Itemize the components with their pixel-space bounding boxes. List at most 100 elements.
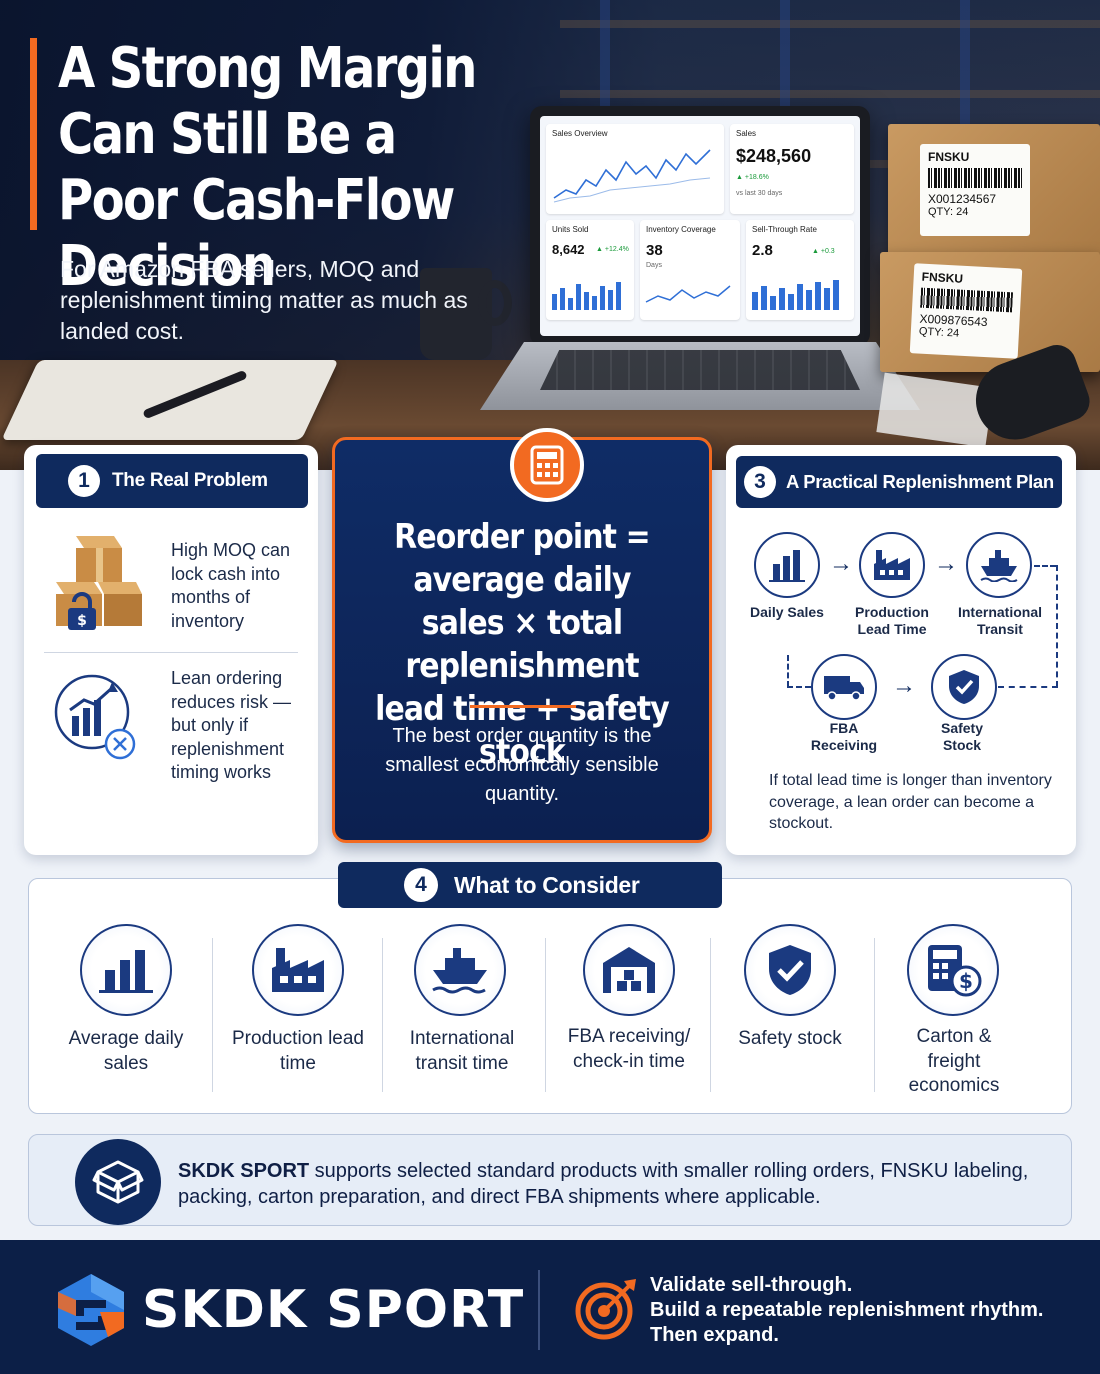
open-box-icon <box>92 1160 144 1204</box>
production-lead-time-icon <box>252 924 344 1016</box>
step-label-fba-receiving: FBA Receiving <box>810 720 878 753</box>
consider-separator <box>212 938 213 1092</box>
safety-stock-icon <box>744 924 836 1016</box>
safety-stock-step-icon <box>931 654 997 720</box>
barcode-icon <box>928 168 1022 188</box>
sellthrough-delta: ▲ +0.3 <box>812 248 835 255</box>
fba-receiving-icon <box>583 924 675 1016</box>
reorder-formula: Reorder point = average daily sales × to… <box>375 517 670 772</box>
fba-receiving-step-icon <box>811 654 877 720</box>
carton-freight-icon: $ <box>907 924 999 1016</box>
consider-item-fba-receiving: FBA receiving/ check-in time <box>567 1026 691 1072</box>
sales-value: $248,560 <box>736 146 812 166</box>
title-accent-bar <box>30 38 37 230</box>
sales-overview-label: Sales Overview <box>552 129 608 138</box>
calculator-badge <box>510 428 584 502</box>
units-delta: ▲ +12.4% <box>596 246 629 253</box>
consider-item-production: Production lead time <box>231 1028 365 1074</box>
consider-item-transit: International transit time <box>409 1028 515 1074</box>
daily-sales-step-icon <box>754 532 820 598</box>
consider-separator <box>874 938 875 1092</box>
units-bar-chart <box>552 282 621 310</box>
footer-line-3: Then expand. <box>650 1324 779 1346</box>
sales-delta: ▲ +18.6% <box>736 174 769 181</box>
target-icon <box>575 1279 636 1340</box>
sales-card: Sales $248,560 ▲ +18.6% vs last 30 days <box>730 124 854 214</box>
formula-divider <box>470 705 576 708</box>
replenishment-plan-header: 3 A Practical Replenishment Plan <box>736 456 1062 508</box>
real-problem-card <box>24 445 318 855</box>
laptop-keyboard <box>540 350 860 390</box>
shipping-box-top: FNSKU X001234567 QTY: 24 <box>888 124 1100 256</box>
skdk-logo-icon <box>58 1274 124 1346</box>
footer-divider <box>538 1270 540 1350</box>
ship-icon <box>980 550 1018 582</box>
svg-text:$: $ <box>77 613 87 629</box>
problem-divider <box>44 652 298 653</box>
shield-check-icon <box>949 670 979 704</box>
svg-text:$: $ <box>959 969 973 993</box>
flow-connector <box>1056 565 1058 687</box>
boxes-lock-icon: $ <box>56 536 142 630</box>
fnsku-label-1-code: X001234567 <box>928 192 997 206</box>
units-sold-card: Units Sold 8,642 ▲ +12.4% <box>546 220 634 320</box>
inventory-coverage-card: Inventory Coverage 38 Days <box>640 220 740 320</box>
problem-point-2: Lean ordering reduces risk — but only if… <box>171 668 292 782</box>
chart-growth-icon <box>54 674 136 760</box>
footer-tagline: Validate sell-through. Build a repeatabl… <box>650 1273 1070 1348</box>
replenishment-plan-card <box>726 445 1076 855</box>
footer-line-2: Build a repeatable replenishment rhythm. <box>650 1299 1044 1321</box>
footer-brand-name: SKDK SPORT <box>142 1280 525 1340</box>
coverage-unit: Days <box>646 262 662 269</box>
bar-chart-icon <box>769 550 805 582</box>
banner-text: SKDK SPORT supports selected standard pr… <box>178 1158 1058 1210</box>
barcode-icon <box>920 287 1014 313</box>
fnsku-label-1-qty: QTY: 24 <box>928 206 969 218</box>
transit-step-icon <box>966 532 1032 598</box>
consider-item-safety-stock: Safety stock <box>738 1028 842 1049</box>
sellthrough-bar-chart <box>752 280 839 310</box>
step-label-production: Production Lead Time <box>855 604 929 637</box>
banner-brand: SKDK SPORT <box>178 1160 310 1182</box>
sales-label: Sales <box>736 129 757 138</box>
replenishment-plan-title: A Practical Replenishment Plan <box>786 471 1054 492</box>
step-label-daily-sales: Daily Sales <box>750 604 824 620</box>
footer <box>0 1240 1100 1374</box>
consider-header: 4 What to Consider <box>338 862 722 908</box>
units-label: Units Sold <box>552 225 589 234</box>
sellthrough-label: Sell-Through Rate <box>752 225 817 234</box>
shield-check-icon <box>769 945 811 995</box>
fnsku-label-1: FNSKU X001234567 QTY: 24 <box>920 144 1030 236</box>
page-subtitle: For Amazon FBA sellers, MOQ and replenis… <box>60 256 468 344</box>
bar-chart-icon <box>99 950 153 993</box>
step-label-safety-stock: Safety Stock <box>940 720 984 753</box>
real-problem-title: The Real Problem <box>112 470 268 491</box>
sales-overview-card: Sales Overview <box>546 124 724 214</box>
transit-time-icon <box>414 924 506 1016</box>
truck-icon <box>824 676 864 701</box>
consider-separator <box>710 938 711 1092</box>
production-step-icon <box>859 532 925 598</box>
units-value: 8,642 <box>552 242 585 257</box>
consider-item-carton-freight: Carton & freight economics <box>908 1026 1000 1096</box>
problem-point-1: High MOQ can lock cash into months of in… <box>171 540 291 631</box>
step-label-transit: International Transit <box>957 604 1042 637</box>
formula-card <box>332 437 712 843</box>
flow-connector <box>1034 565 1056 567</box>
flow-connector <box>998 686 1058 688</box>
ship-icon <box>432 948 487 994</box>
calculator-dollar-icon: $ <box>928 945 982 997</box>
factory-icon <box>272 948 324 992</box>
dashboard: Sales Overview Sales $248,560 ▲ +18.6% v… <box>540 116 860 336</box>
page-title: A Strong Margin Can Still Be a Poor Cash… <box>58 36 477 299</box>
consider-section <box>28 878 1072 1114</box>
warehouse-icon <box>603 947 655 993</box>
step-number-1: 1 <box>68 465 100 497</box>
coverage-line-chart <box>645 285 731 303</box>
sales-line-chart <box>553 149 711 203</box>
consider-separator <box>545 938 546 1092</box>
mug-handle <box>478 280 512 326</box>
flow-connector <box>787 655 789 687</box>
arrow-right-icon: → <box>892 672 916 699</box>
sellthrough-value: 2.8 <box>752 242 773 259</box>
